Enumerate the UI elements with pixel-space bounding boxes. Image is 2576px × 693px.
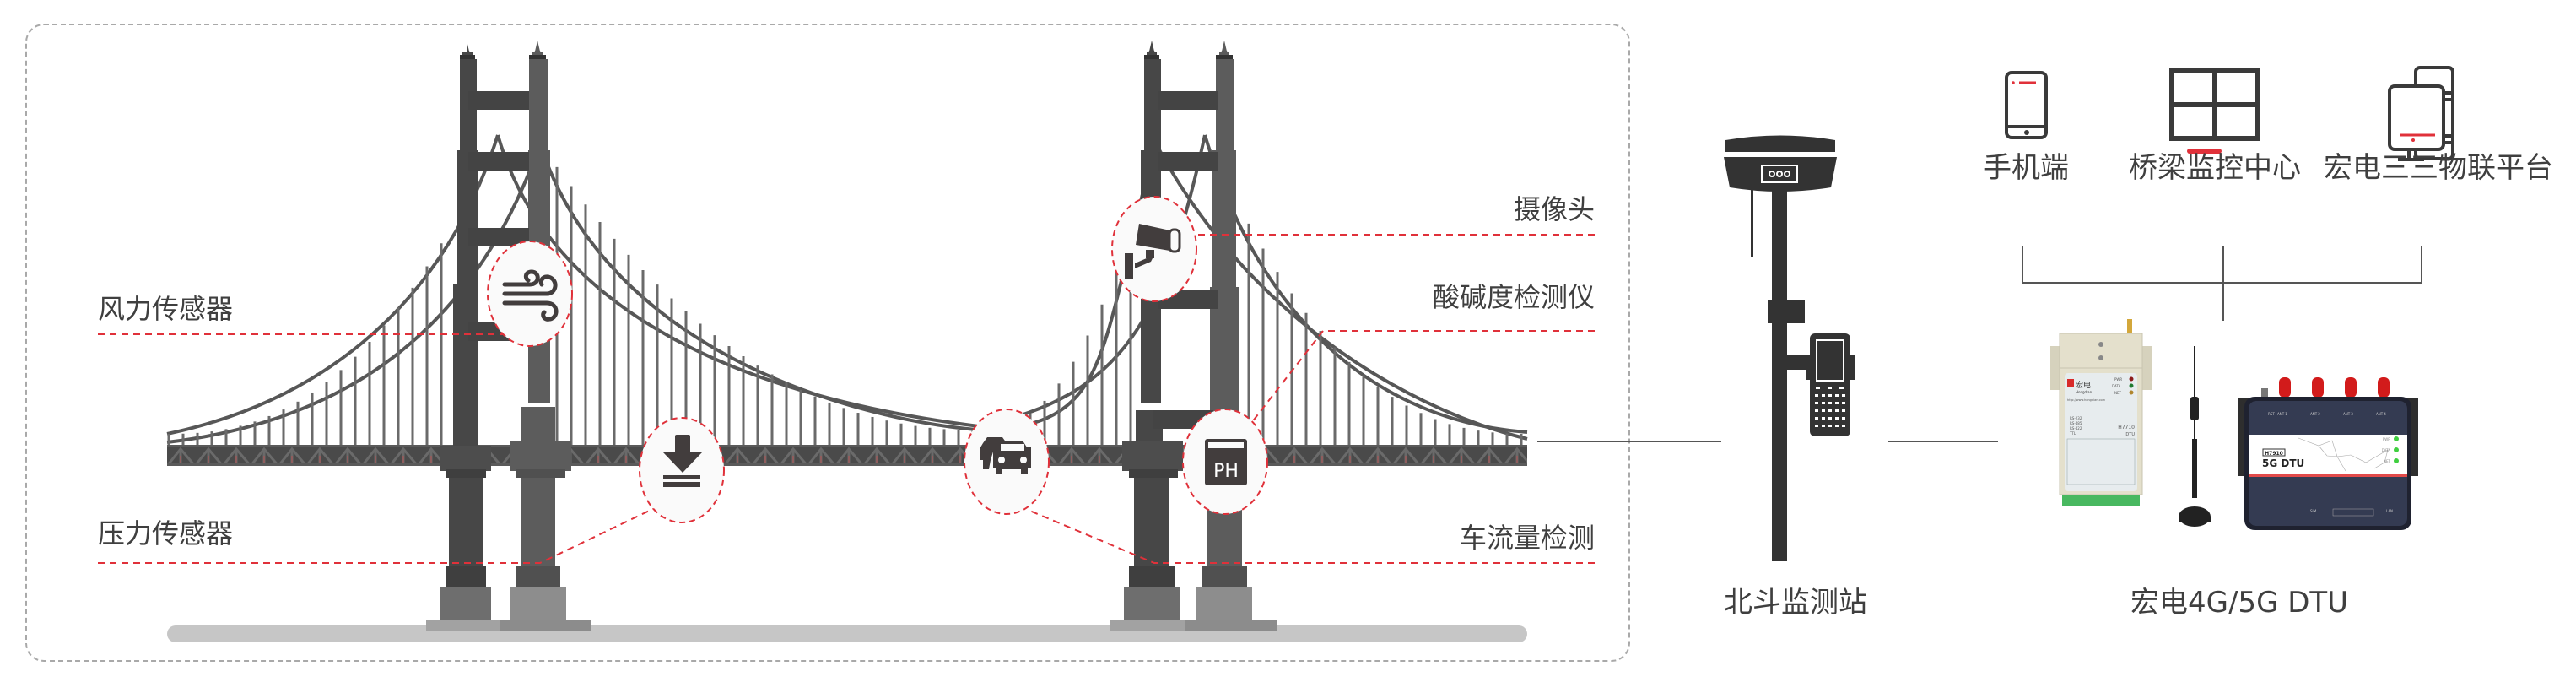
ground-strip	[167, 625, 1527, 642]
dtu-4g-device: 宏电 Hongdian http://www.hongdian.com PWR …	[2050, 319, 2152, 506]
dtu-4g-led-label: NET	[2114, 391, 2122, 395]
dtu-5g-port-label: LAN	[2386, 509, 2393, 513]
keypad-key	[1815, 417, 1818, 420]
keypad-key	[1822, 402, 1825, 404]
keypad-key	[1842, 417, 1845, 420]
dtu-4g-interface: TTL	[2069, 431, 2076, 436]
dtu-4g-brand: 宏电	[2076, 380, 2091, 390]
pressure-down-arrow-icon	[663, 435, 702, 487]
keypad-key	[1822, 425, 1825, 427]
dtu-4g-led-label: DATA	[2112, 384, 2121, 388]
keypad-key	[1828, 417, 1832, 420]
dtu-5g-port-label: ANT-1	[2277, 412, 2287, 416]
sensor-pressure[interactable]	[639, 417, 725, 523]
label-camera: 摄像头	[1513, 193, 1595, 225]
security-camera-icon	[1125, 224, 1181, 279]
dtu-5g-port-label: SIM	[2310, 509, 2317, 513]
dtu-5g-port-label: ANT-3	[2343, 412, 2353, 416]
beidou-gnss-receiver-icon	[1724, 135, 1855, 561]
ph-icon-text: PH	[1213, 461, 1239, 482]
keypad-key	[1835, 425, 1839, 427]
keypad-key	[1828, 394, 1832, 397]
keypad-key	[1835, 402, 1839, 404]
keypad-key	[1828, 425, 1832, 427]
dtu-5g-port-label: ANT-4	[2376, 412, 2386, 416]
keypad-key	[1835, 394, 1839, 397]
dtu-4g-interface: RS-232	[2070, 416, 2082, 420]
dtu-5g-model: H7910	[2265, 451, 2283, 457]
video-wall-icon	[2169, 68, 2260, 141]
keypad-key	[1842, 409, 1845, 412]
keypad-key	[1828, 409, 1832, 412]
antenna-icon	[2179, 346, 2211, 527]
keypad-key	[1828, 402, 1832, 404]
ph-meter-icon: PH	[1205, 439, 1247, 485]
connector-lines	[1537, 246, 2422, 442]
keypad-key	[1842, 394, 1845, 397]
ph-leader	[1248, 330, 1595, 427]
dtu-5g-led-label: NET	[2384, 459, 2391, 463]
dtu-4g-model: H7710	[2118, 425, 2135, 430]
dtu-5g-port-label: RST	[2268, 412, 2275, 416]
keypad-key	[1835, 417, 1839, 420]
dtu-4g-type: DTU	[2125, 432, 2135, 437]
label-ph-meter: 酸碱度检测仪	[1432, 281, 1595, 313]
keypad-key	[1842, 425, 1845, 427]
dtu-5g-device: RST ANT-1 ANT-2 ANT-3 ANT-4 H7910 5G DTU…	[2238, 377, 2418, 530]
sensor-traffic[interactable]	[964, 409, 1050, 515]
mobile-phone-icon	[2005, 71, 2048, 139]
dtu-4g-brand-en: Hongdian	[2076, 390, 2093, 394]
label-traffic-detection: 车流量检测	[1459, 522, 1595, 554]
channel-iot-platform: 宏电三三物联平台	[2324, 151, 2553, 185]
wind-icon	[502, 269, 559, 322]
keypad-key	[1822, 417, 1825, 420]
keypad-key	[1828, 387, 1832, 389]
left-tower	[426, 41, 591, 631]
main-cables	[166, 134, 1528, 444]
keypad-key	[1839, 387, 1844, 389]
channel-mobile: 手机端	[1983, 151, 2069, 185]
dtu-5g-led-label: PWR	[2383, 437, 2390, 441]
handheld-keypad	[1815, 387, 1845, 427]
keypad-key	[1815, 402, 1818, 404]
dtu-4g-interface: RS-485	[2070, 421, 2082, 425]
label-dtu: 宏电4G/5G DTU	[2130, 586, 2349, 620]
channel-bridge-monitor-center: 桥梁监控中心	[2129, 151, 2301, 185]
bridge-deck-truss	[167, 446, 1527, 464]
sensor-ph[interactable]: PH	[1182, 409, 1268, 515]
desktop-computer-icon	[2388, 66, 2454, 161]
pressure-leader	[98, 506, 659, 564]
dtu-4g-interface: RS-422	[2070, 426, 2082, 430]
keypad-key	[1815, 425, 1818, 427]
sensor-camera[interactable]	[1111, 196, 1197, 302]
keypad-key	[1822, 394, 1825, 397]
label-wind-sensor: 风力传感器	[98, 293, 234, 325]
sensor-wind[interactable]	[487, 241, 573, 347]
dtu-5g-led-label: DATA	[2382, 448, 2391, 452]
traffic-leader	[1027, 509, 1595, 564]
dtu-5g-port-label: ANT-2	[2310, 412, 2320, 416]
dtu-5g-type: 5G DTU	[2262, 457, 2304, 469]
cars-icon	[980, 437, 1031, 474]
bridge-panel-frame	[25, 24, 1630, 662]
dtu-4g-led-label: PWR	[2114, 377, 2122, 382]
keypad-key	[1815, 409, 1818, 412]
label-beidou-station: 北斗监测站	[1724, 586, 1867, 620]
keypad-key	[1815, 394, 1818, 397]
label-pressure-sensor: 压力传感器	[98, 517, 234, 550]
keypad-key	[1816, 387, 1820, 389]
keypad-key	[1822, 409, 1825, 412]
dtu-4g-url: http://www.hongdian.com	[2067, 398, 2106, 402]
keypad-key	[1835, 409, 1839, 412]
keypad-key	[1842, 402, 1845, 404]
